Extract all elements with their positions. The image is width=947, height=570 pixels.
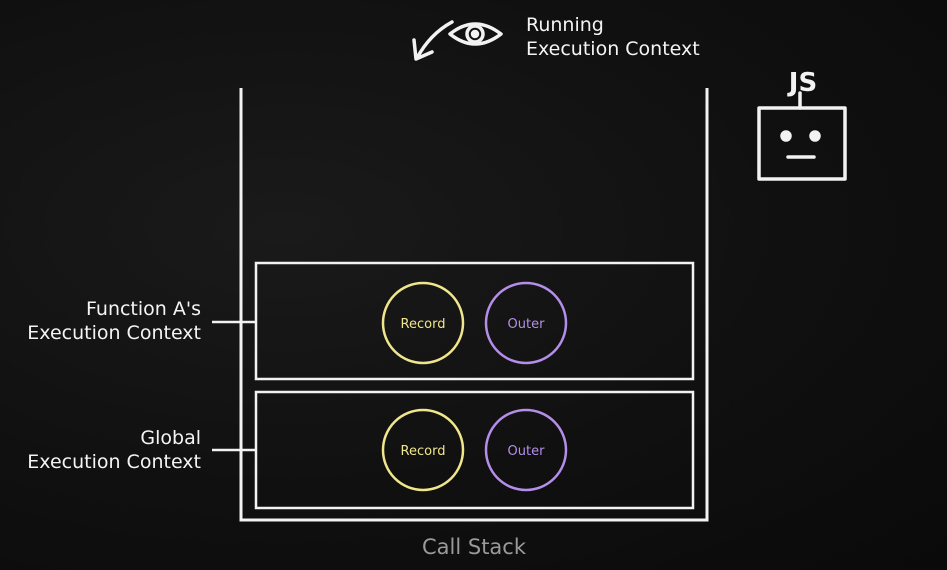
- running-context-label: Running Execution Context: [526, 13, 700, 61]
- global-title-line2: Execution Context: [27, 451, 201, 473]
- global-context-label: Global Execution Context: [27, 426, 201, 474]
- running-context-line1: Running: [526, 14, 604, 36]
- call-stack-label: Call Stack: [421, 535, 526, 559]
- global-frame: Record Outer: [212, 390, 695, 510]
- global-title-line1: Global: [140, 427, 201, 449]
- global-record-label: Record: [401, 444, 446, 459]
- function-a-outer-label: Outer: [508, 317, 546, 332]
- running-indicator: [412, 20, 503, 61]
- call-stack-container: [239, 88, 709, 522]
- js-badge: JS: [787, 68, 817, 98]
- running-context-line2: Execution Context: [526, 38, 700, 60]
- js-robot-icon: [757, 91, 847, 181]
- global-outer-label: Outer: [508, 444, 546, 459]
- function-a-title-line2: Execution Context: [27, 322, 201, 344]
- arrow-head-icon: [412, 38, 434, 61]
- arrow-icon: [415, 20, 454, 60]
- function-a-title-line1: Function A's: [86, 298, 201, 320]
- function-a-outer-circle: [484, 281, 568, 365]
- function-a-frame: Record Outer: [212, 261, 695, 381]
- global-record-circle: [381, 408, 465, 492]
- eye-icon: [448, 22, 503, 46]
- function-a-record-circle: [381, 281, 465, 365]
- function-a-context-label: Function A's Execution Context: [27, 297, 201, 345]
- global-outer-circle: [484, 408, 568, 492]
- function-a-record-label: Record: [401, 317, 446, 332]
